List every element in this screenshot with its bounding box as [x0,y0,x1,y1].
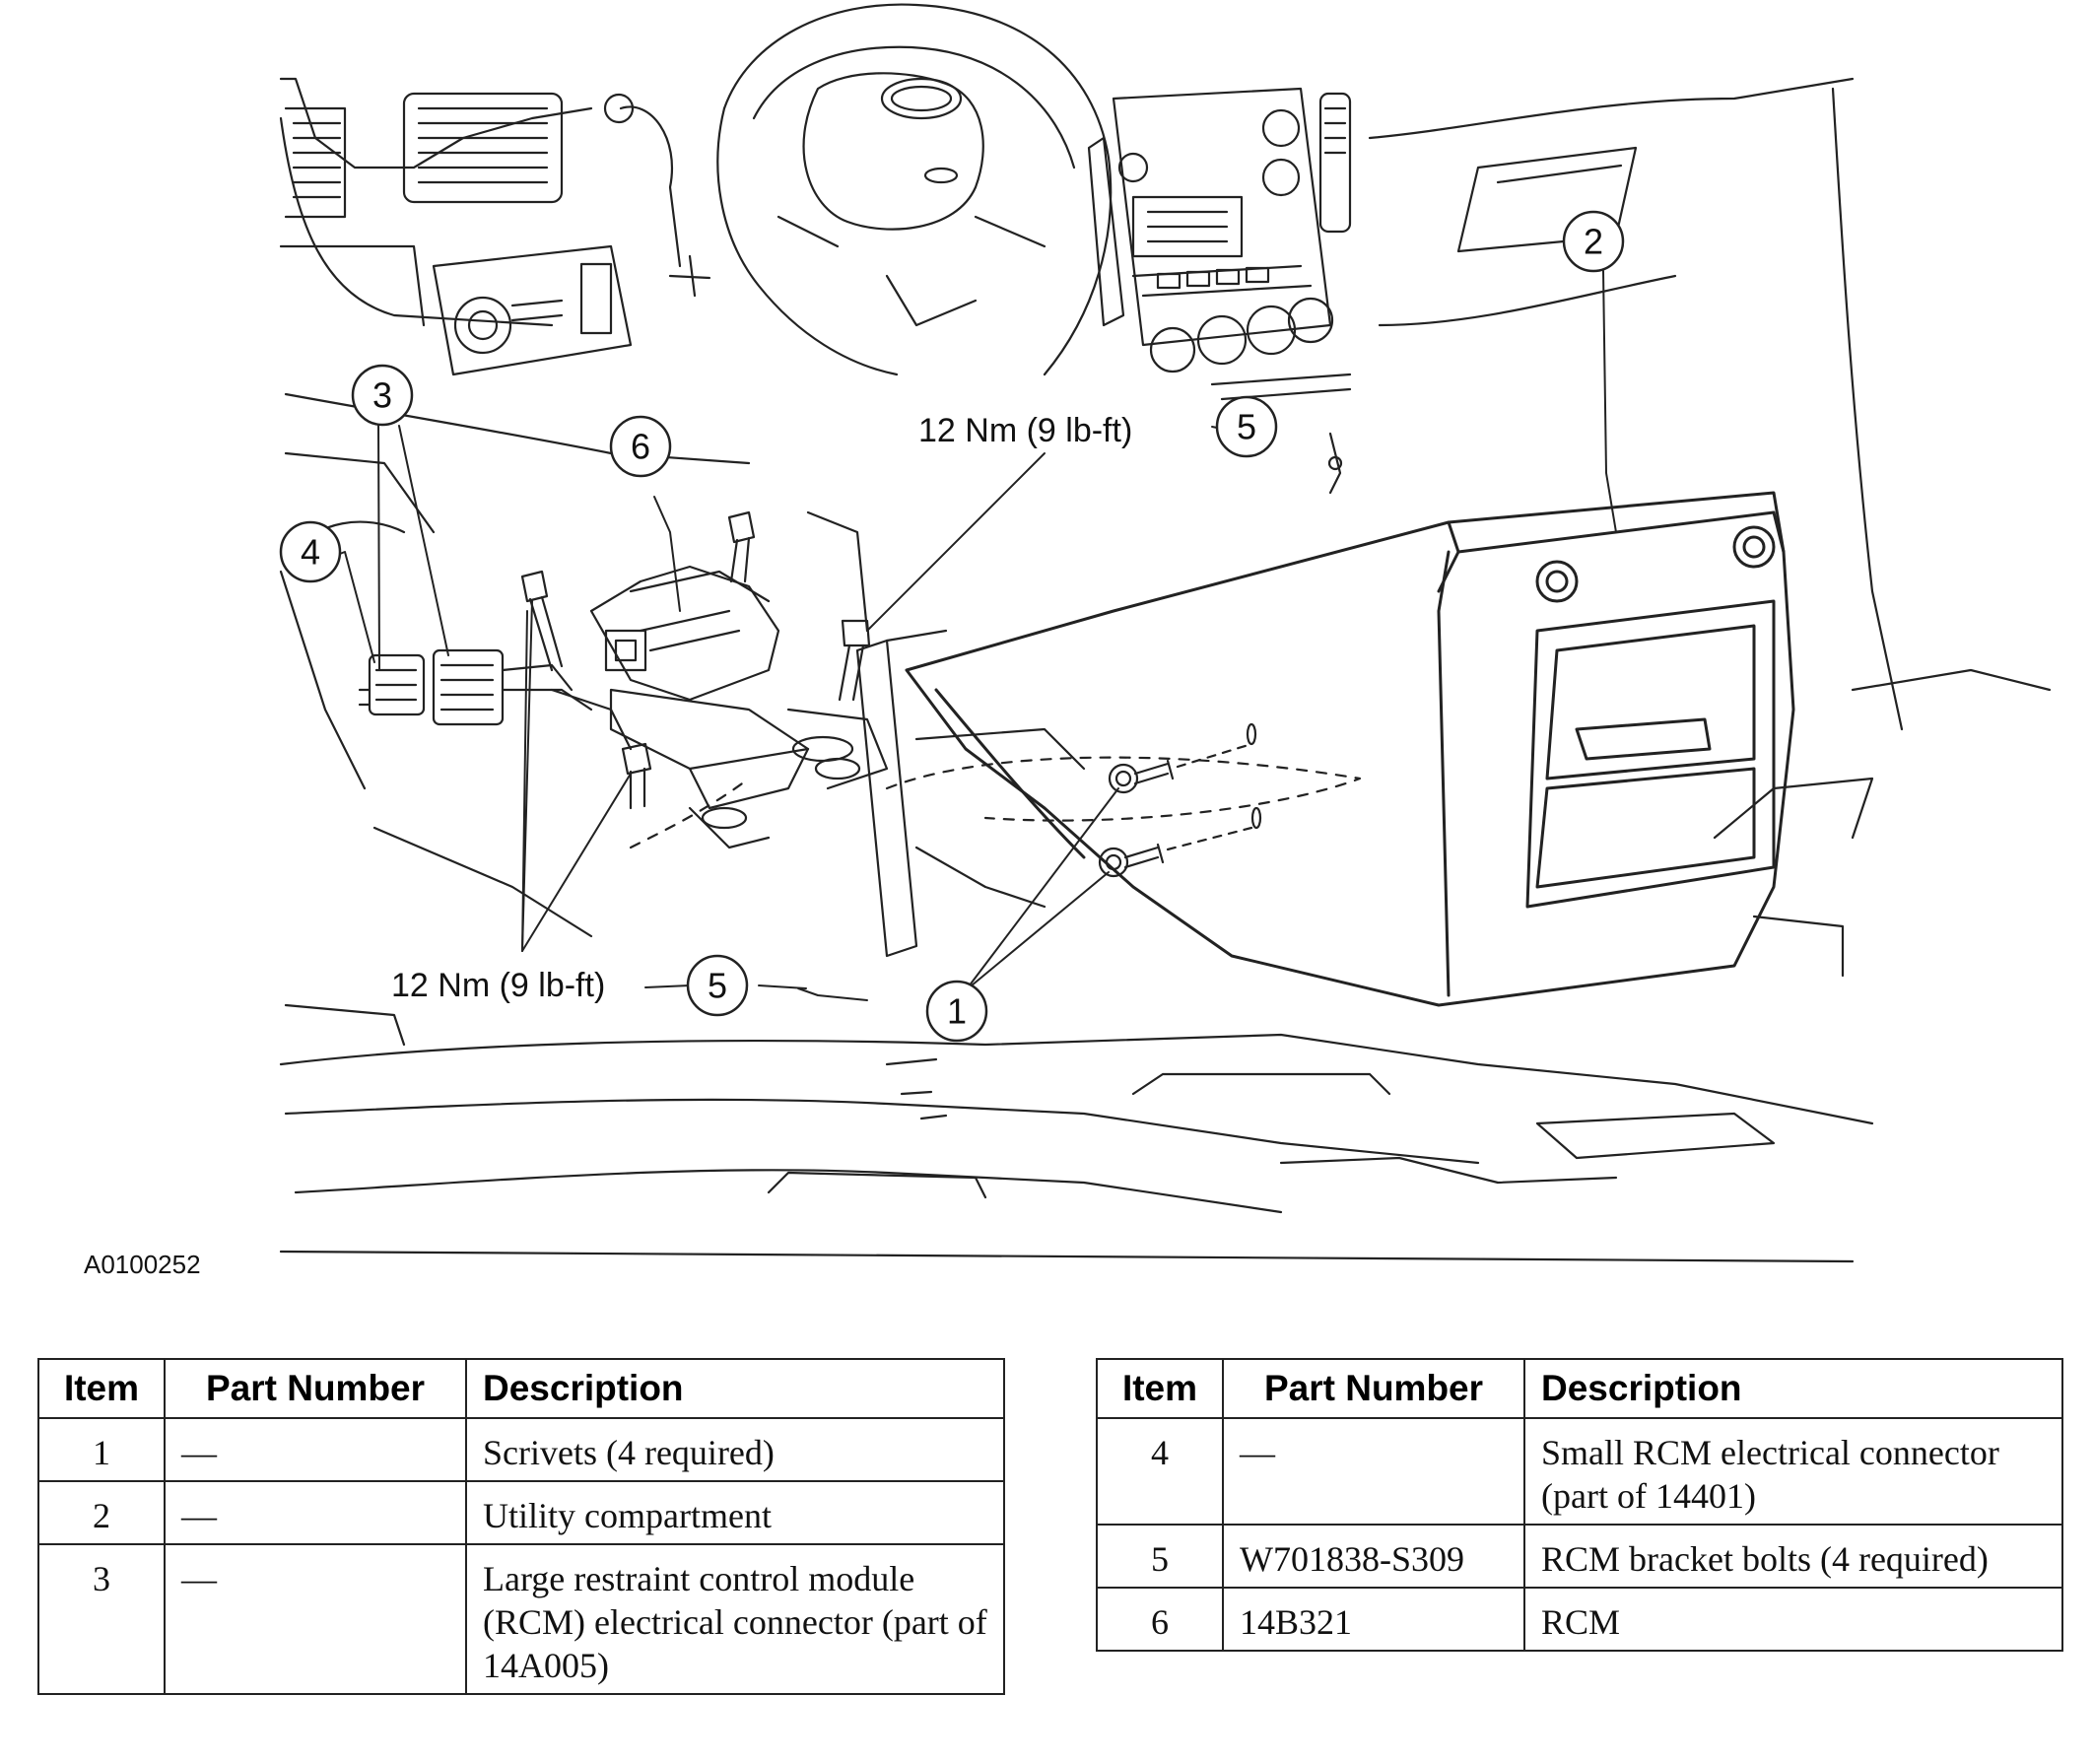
parts-table-right: Item Part Number Description 4 — Small R… [1096,1358,2063,1652]
callout-4: 4 [301,532,320,573]
cell-part-number: — [164,1543,467,1695]
table-header-row: Item Part Number Description [37,1358,1005,1419]
callout-3: 3 [372,375,392,416]
parts-table-left: Item Part Number Description 1 — Scrivet… [37,1358,1005,1695]
large-connector-drawing [432,648,593,726]
dashboard-drawing [279,77,751,938]
exploded-view-diagram: 1 2 3 4 5 5 6 12 Nm (9 lb-ft) 12 Nm (9 l… [84,3,2052,1279]
header-description: Description [465,1358,1005,1419]
cell-item: 6 [1096,1587,1224,1652]
support-post-drawing [791,510,1086,958]
steering-wheel-drawing [716,3,1113,376]
table-row: 5 W701838-S309 RCM bracket bolts (4 requ… [1096,1524,2063,1589]
cell-description: Small RCM electrical connector (part of … [1523,1417,2063,1526]
leader-lines [318,270,1617,1001]
callout-5-bottom: 5 [708,966,727,1006]
cell-description: Scrivets (4 required) [465,1417,1005,1482]
floor-drawing [279,1003,1874,1263]
callout-5-top: 5 [1237,407,1256,447]
console-background-drawing [1368,77,2052,978]
torque-label-bottom: 12 Nm (9 lb-ft) [391,967,605,1004]
cell-description: RCM bracket bolts (4 required) [1523,1524,2063,1589]
header-description: Description [1523,1358,2063,1419]
header-part-number: Part Number [164,1358,467,1419]
cell-item: 5 [1096,1524,1224,1589]
cell-description: Utility compartment [465,1480,1005,1545]
cell-item: 3 [37,1543,166,1695]
cell-part-number: — [164,1417,467,1482]
cell-item: 1 [37,1417,166,1482]
cell-part-number: W701838-S309 [1222,1524,1525,1589]
bracket-bolts-drawing [520,510,871,810]
callout-6: 6 [631,427,650,467]
table-row: 2 — Utility compartment [37,1480,1005,1545]
header-item: Item [37,1358,166,1419]
cell-item: 2 [37,1480,166,1545]
torque-label-top: 12 Nm (9 lb-ft) [918,412,1132,449]
cell-part-number: — [1222,1417,1525,1526]
rcm-module-drawing [550,565,889,849]
callout-1: 1 [947,991,967,1032]
cell-description: RCM [1523,1587,2063,1652]
table-row: 1 — Scrivets (4 required) [37,1417,1005,1482]
cell-part-number: 14B321 [1222,1587,1525,1652]
small-connector-drawing [358,653,426,716]
table-row: 4 — Small RCM electrical connector (part… [1096,1417,2063,1526]
callout-2: 2 [1584,222,1603,262]
utility-compartment-drawing [905,491,1795,1007]
header-part-number: Part Number [1222,1358,1525,1419]
table-header-row: Item Part Number Description [1096,1358,2063,1419]
scrivets-drawing [629,722,1362,878]
header-item: Item [1096,1358,1224,1419]
center-stack-drawing [1087,87,1352,495]
cell-item: 4 [1096,1417,1224,1526]
table-row: 6 14B321 RCM [1096,1587,2063,1652]
cell-description: Large restraint control module (RCM) ele… [465,1543,1005,1695]
cell-part-number: — [164,1480,467,1545]
figure-id-label: A0100252 [84,1250,201,1279]
table-row: 3 — Large restraint control module (RCM)… [37,1543,1005,1695]
